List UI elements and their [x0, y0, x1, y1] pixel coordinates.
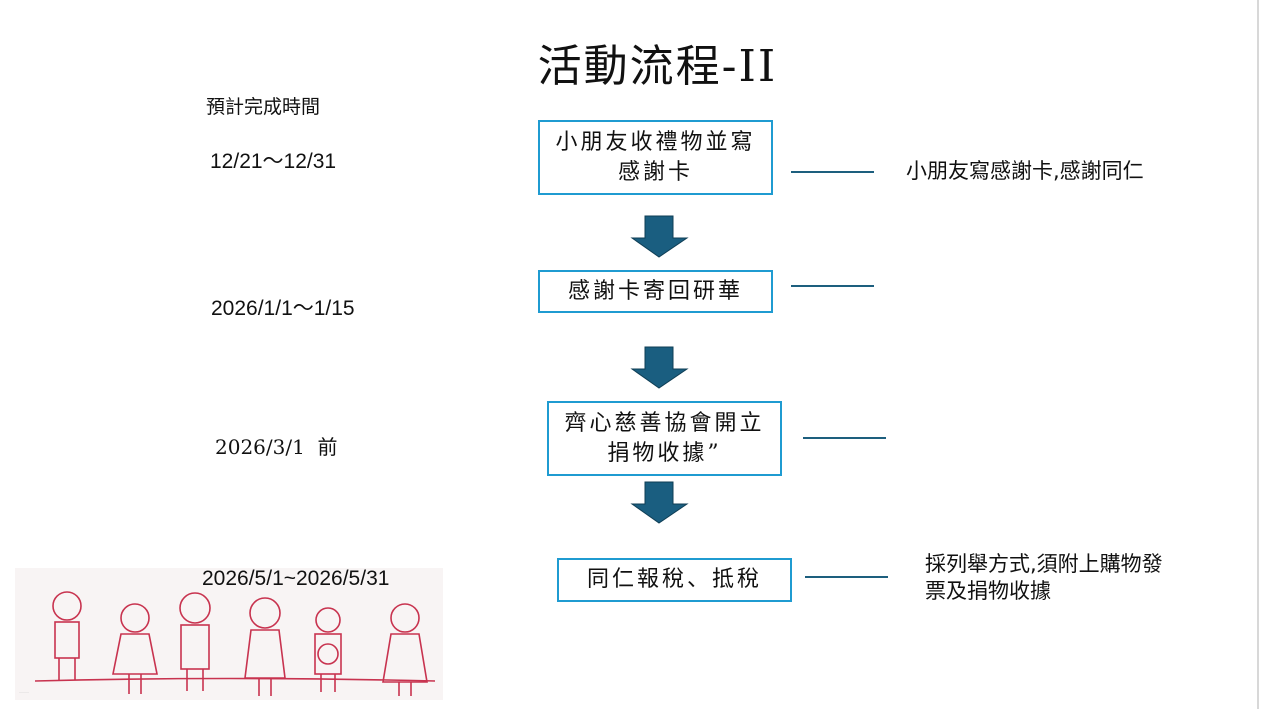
step-1-box: 小朋友收禮物並寫 感謝卡 [538, 120, 773, 195]
slide-title: 活動流程-II [537, 41, 778, 92]
step-3-date: 2026/3/1 前 [215, 435, 338, 459]
step-4-note: 採列舉方式,須附上購物發 票及捐物收據 [925, 551, 1163, 605]
step-4-date: 2026/5/1~2026/5/31 [202, 567, 390, 590]
schedule-header: 預計完成時間 [206, 96, 321, 118]
children-illustration: ····· [15, 568, 443, 700]
step-4-box-label: 同仁報稅、抵稅 [586, 567, 762, 592]
step-1-box-line1: 小朋友收禮物並寫 [555, 129, 756, 155]
step-3-box-line2: 捐物收據” [607, 440, 722, 466]
child-figure [52, 591, 82, 680]
step-2-box-label: 感謝卡寄回研華 [567, 278, 743, 304]
step-1-box-line2: 感謝卡 [617, 159, 693, 185]
connector-line [803, 437, 886, 439]
svg-text:·····: ····· [19, 690, 29, 696]
connector-line [791, 285, 874, 287]
down-arrow-icon [630, 346, 689, 389]
down-arrow-icon [630, 481, 689, 524]
step-2-box: 感謝卡寄回研華 [538, 270, 773, 313]
step-1-date: 12/21～12/31 [210, 150, 337, 173]
step-4-note-line2: 票及捐物收據 [925, 579, 1051, 603]
step-3-box-line1: 齊心慈善協會開立 [564, 410, 765, 436]
step-4-box: 同仁報稅、抵稅 [557, 558, 792, 602]
connector-line [805, 576, 888, 578]
step-4-note-line1: 採列舉方式,須附上購物發 [925, 552, 1163, 576]
step-1-note: 小朋友寫感謝卡,感謝同仁 [906, 159, 1144, 183]
down-arrow-icon [630, 215, 689, 258]
connector-line [791, 171, 874, 173]
step-2-date: 2026/1/1～1/15 [211, 297, 355, 320]
step-3-box: 齊心慈善協會開立 捐物收據” [547, 401, 782, 476]
slide-edge [1257, 0, 1259, 709]
